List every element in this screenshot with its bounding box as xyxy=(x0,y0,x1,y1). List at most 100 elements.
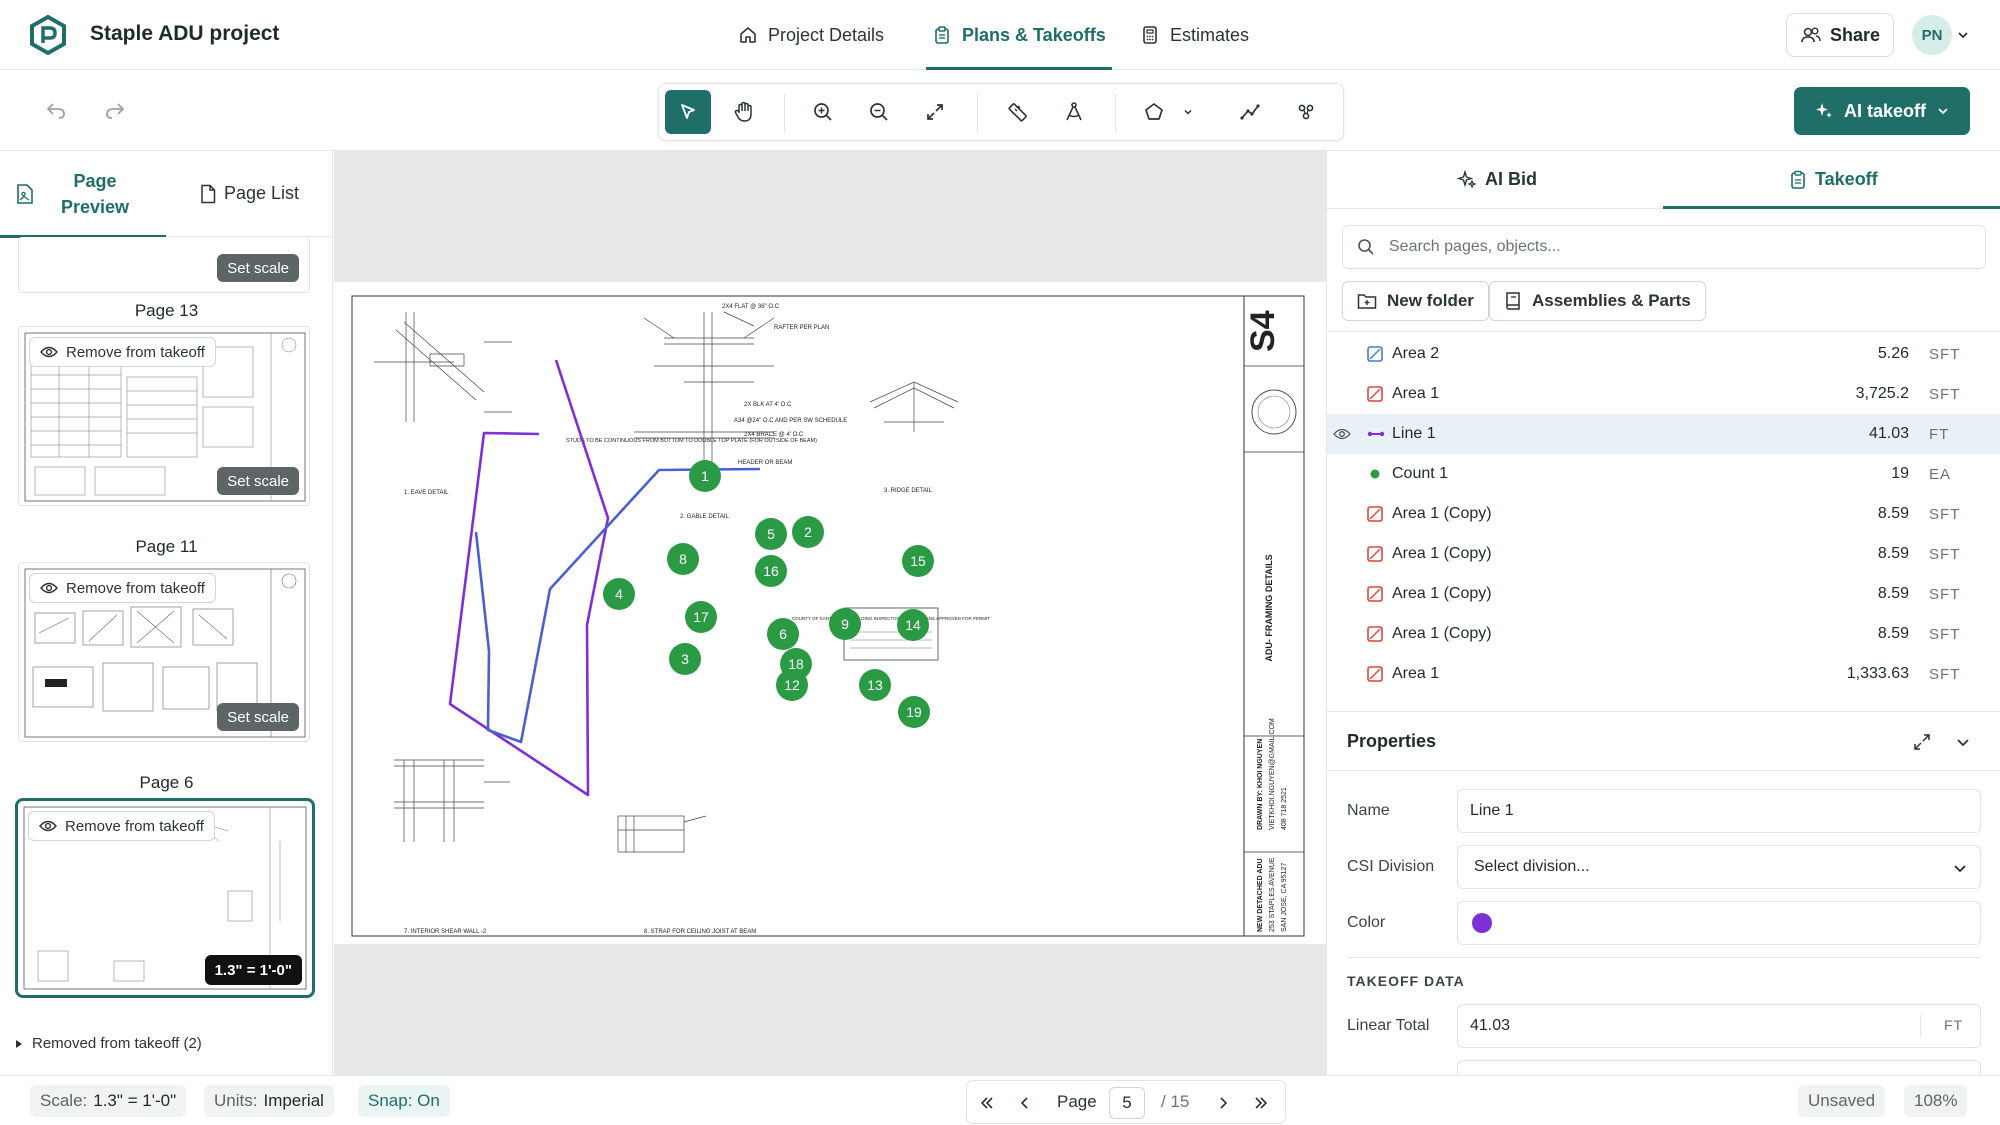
count-marker[interactable]: 5 xyxy=(755,518,787,550)
page-thumbnail-card[interactable]: Set scale xyxy=(18,237,310,293)
takeoff-line-purple[interactable] xyxy=(448,359,610,797)
tab-plans-takeoffs[interactable]: Plans & Takeoffs xyxy=(926,0,1112,70)
polygon-options-dropdown[interactable] xyxy=(1173,90,1203,134)
tab-page-preview[interactable]: Page Preview xyxy=(0,151,166,238)
tab-takeoff[interactable]: Takeoff xyxy=(1789,169,1878,190)
zoom-in-button[interactable] xyxy=(800,90,846,134)
ai-takeoff-button[interactable]: AI takeoff xyxy=(1794,87,1970,135)
count-marker[interactable]: 2 xyxy=(792,516,824,548)
angle-tool-button[interactable] xyxy=(1051,90,1097,134)
scale-badge[interactable]: 1.3" = 1'-0" xyxy=(204,955,302,985)
scale-chip[interactable]: Scale: 1.3" = 1'-0" xyxy=(30,1085,187,1117)
takeoff-line-blue[interactable] xyxy=(474,467,761,744)
count-marker-dot[interactable] xyxy=(755,518,787,550)
assemblies-parts-button[interactable]: Assemblies & Parts xyxy=(1489,281,1706,321)
tab-estimates[interactable]: Estimates xyxy=(1140,0,1249,70)
count-marker[interactable]: 1 xyxy=(689,460,721,492)
count-marker[interactable]: 8 xyxy=(667,543,699,575)
remove-from-takeoff-button[interactable]: Remove from takeoff xyxy=(29,337,216,367)
count-marker-dot[interactable] xyxy=(755,555,787,587)
tab-page-list[interactable]: Page List xyxy=(200,183,299,204)
share-button[interactable]: Share xyxy=(1786,13,1894,57)
polygon-tool-button[interactable] xyxy=(1131,90,1177,134)
remove-from-takeoff-button[interactable]: Remove from takeoff xyxy=(28,811,215,841)
plan-sheet[interactable]: S4 ADU- FRAMING DETAILS DRAWN BY: KHOI N… xyxy=(334,282,1326,944)
measure-tool-button[interactable] xyxy=(995,90,1041,134)
new-folder-button[interactable]: New folder xyxy=(1342,281,1489,321)
prev-page-icon[interactable] xyxy=(1017,1095,1033,1111)
redo-icon[interactable] xyxy=(103,98,127,122)
set-scale-button[interactable]: Set scale xyxy=(217,467,299,495)
count-marker-dot[interactable] xyxy=(829,608,861,640)
count-tool-button[interactable] xyxy=(1283,90,1329,134)
zoom-level-chip[interactable]: 108% xyxy=(1904,1085,1968,1117)
chevron-down-icon[interactable] xyxy=(1956,28,1970,42)
count-marker[interactable]: 17 xyxy=(685,601,717,633)
count-marker-dot[interactable] xyxy=(792,516,824,548)
count-marker-dot[interactable] xyxy=(667,543,699,575)
select-tool-button[interactable] xyxy=(665,90,711,134)
linear-total-field[interactable]: 41.03 FT xyxy=(1457,1004,1981,1048)
count-marker[interactable]: 3 xyxy=(669,643,701,675)
zoom-out-button[interactable] xyxy=(856,90,902,134)
count-marker[interactable]: 9 xyxy=(829,608,861,640)
count-marker-dot[interactable] xyxy=(767,618,799,650)
count-marker-dot[interactable] xyxy=(898,696,930,728)
count-marker[interactable]: 16 xyxy=(755,555,787,587)
count-marker[interactable]: 15 xyxy=(902,545,934,577)
fit-screen-button[interactable] xyxy=(912,90,958,134)
tab-ai-bid[interactable]: AI Bid xyxy=(1457,169,1537,190)
page-thumbnail-card-selected[interactable]: Remove from takeoff 1.3" = 1'-0" xyxy=(15,798,315,998)
user-avatar[interactable]: PN xyxy=(1912,15,1952,55)
count-marker-dot[interactable] xyxy=(780,648,812,680)
name-field[interactable]: Line 1 xyxy=(1457,789,1981,833)
set-scale-button[interactable]: Set scale xyxy=(217,703,299,731)
first-page-icon[interactable] xyxy=(979,1095,995,1111)
page-thumbnail-card[interactable]: Remove from takeoff Set scale xyxy=(18,326,310,506)
count-marker-dot[interactable] xyxy=(897,609,929,641)
set-scale-button[interactable]: Set scale xyxy=(217,254,299,282)
search-box[interactable] xyxy=(1342,225,1986,269)
takeoff-overlay[interactable] xyxy=(448,359,761,797)
color-swatch[interactable] xyxy=(1472,913,1492,933)
count-marker-dot[interactable] xyxy=(669,643,701,675)
count-marker-dot[interactable] xyxy=(859,669,891,701)
undo-icon[interactable] xyxy=(44,98,68,122)
app-logo-icon[interactable] xyxy=(28,15,68,55)
drawing-canvas[interactable]: S4 ADU- FRAMING DETAILS DRAWN BY: KHOI N… xyxy=(334,151,1326,1075)
units-chip[interactable]: Units: Imperial xyxy=(204,1085,334,1117)
page-thumbnail-card[interactable]: Remove from takeoff Set scale xyxy=(18,562,310,742)
count-marker-dot[interactable] xyxy=(902,545,934,577)
page-number-input[interactable]: 5 xyxy=(1109,1087,1145,1119)
polyline-tool-button[interactable] xyxy=(1227,90,1273,134)
count-marker-dot[interactable] xyxy=(689,460,721,492)
search-input[interactable] xyxy=(1389,238,1949,256)
count-marker[interactable]: 14 xyxy=(897,609,929,641)
tab-project-details[interactable]: Project Details xyxy=(738,0,884,70)
count-marker[interactable]: 19 xyxy=(898,696,930,728)
count-marker[interactable]: 18 xyxy=(780,648,812,680)
removed-from-takeoff-toggle[interactable]: Removed from takeoff (2) xyxy=(14,1035,202,1052)
eye-icon[interactable] xyxy=(1333,427,1351,441)
count-marker-dot[interactable] xyxy=(685,601,717,633)
expand-icon[interactable] xyxy=(1913,733,1931,751)
snap-chip[interactable]: Snap: On xyxy=(358,1085,450,1117)
last-page-icon[interactable] xyxy=(1253,1095,1269,1111)
pan-tool-button[interactable] xyxy=(721,90,767,134)
count-marker-dot[interactable] xyxy=(603,578,635,610)
remove-from-takeoff-button[interactable]: Remove from takeoff xyxy=(29,573,216,603)
count-marker[interactable]: 13 xyxy=(859,669,891,701)
chevron-down-icon[interactable] xyxy=(1955,734,1971,750)
csi-division-select[interactable]: Select division... xyxy=(1457,845,1981,889)
next-page-icon[interactable] xyxy=(1215,1095,1231,1111)
